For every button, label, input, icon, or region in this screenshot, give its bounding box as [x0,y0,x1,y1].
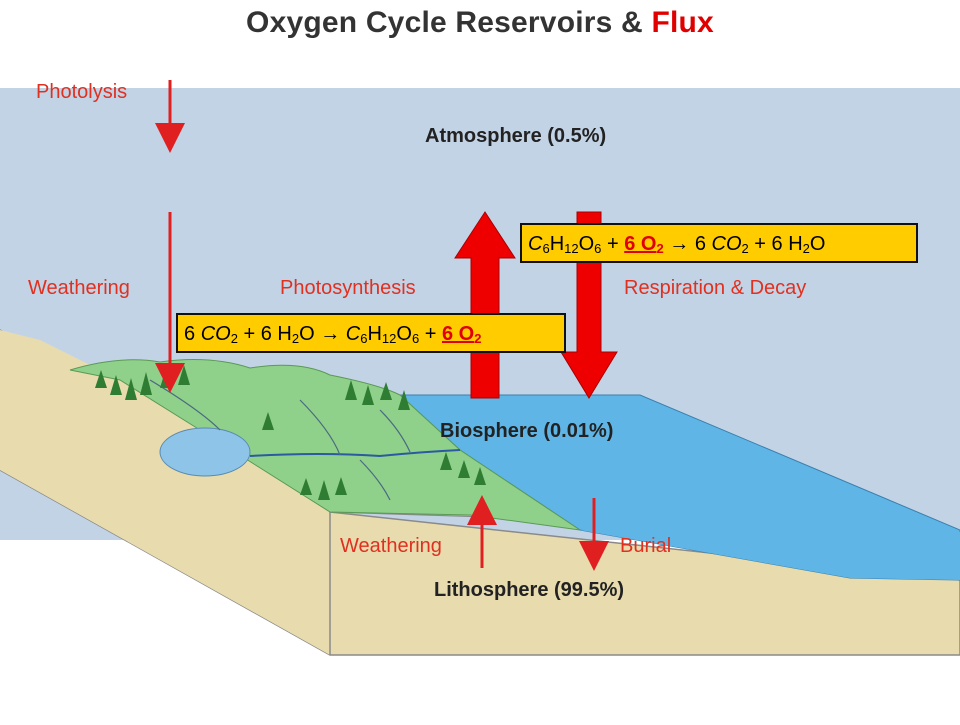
title-accent: Flux [651,6,714,39]
respiration-label: Respiration & Decay [624,277,807,299]
glucose-h-sub: 12 [381,331,397,346]
co2-sub: 2 [230,331,238,346]
glucose-o-sub: 6 [594,241,602,256]
plus-sign: + [237,323,261,345]
plus-sign: + [419,323,442,345]
lithosphere-label: Lithosphere (99.5%) [434,579,625,601]
ground-slope [0,330,330,655]
oxygen-coef: 6 O [624,233,657,255]
lake [159,427,251,477]
glucose-c-sub: 6 [360,331,368,346]
glucose-o: O [578,233,595,255]
water-sub: 2 [291,331,300,346]
respiration-equation-box: C6H12O6 + 6 O2 → 6 CO2 + 6 H2O [520,223,918,263]
oxygen-sub: 2 [474,331,482,346]
weathering-bottom-label: Weathering [340,535,442,557]
title-main: Oxygen Cycle Reservoirs & [246,6,652,39]
glucose-h: H [549,233,565,255]
photosynthesis-arrow [454,211,516,399]
weathering-top-label: Weathering [28,277,130,299]
glucose-c: C [345,323,361,345]
co2: CO [711,233,742,255]
co2-coef: 6 [184,323,201,345]
atmosphere-label: Atmosphere (0.5%) [425,125,607,147]
glucose-h: H [367,323,382,345]
oxygen-highlight: 6 O2 [624,233,663,255]
glucose-o-sub: 6 [411,331,420,346]
photosynthesis-label: Photosynthesis [280,277,416,299]
water-tail: O [809,233,826,255]
co2-sub: 2 [741,241,749,256]
biosphere-label: Biosphere (0.01%) [440,420,614,442]
page-title: Oxygen Cycle Reservoirs & Flux [0,6,960,40]
photosynthesis-equation-box: 6 CO2 + 6 H2O → C6H12O6 + 6 O2 [176,313,566,353]
burial-label: Burial [620,535,672,557]
plus-sign: + [748,233,772,255]
yield-arrow: → [314,323,346,345]
photolysis-label: Photolysis [36,81,128,103]
glucose-c-sub: 6 [542,241,550,256]
water-coef: 6 H [260,323,292,345]
co2: CO [200,323,231,345]
yield-arrow: → [663,233,695,255]
oxygen-coef: 6 O [441,323,475,345]
water-sub: 2 [802,241,810,256]
plus-sign: + [601,233,625,255]
glucose-h-sub: 12 [564,241,579,256]
oxygen-sub: 2 [656,241,664,256]
oxygen-highlight: 6 O2 [442,323,481,345]
water-tail: O [299,323,315,345]
co2-coef: 6 [694,233,712,255]
water-coef: 6 H [771,233,803,255]
glucose-o: O [396,323,412,345]
trees [95,365,486,500]
green-land [69,359,581,531]
glucose-c: C [528,233,543,255]
